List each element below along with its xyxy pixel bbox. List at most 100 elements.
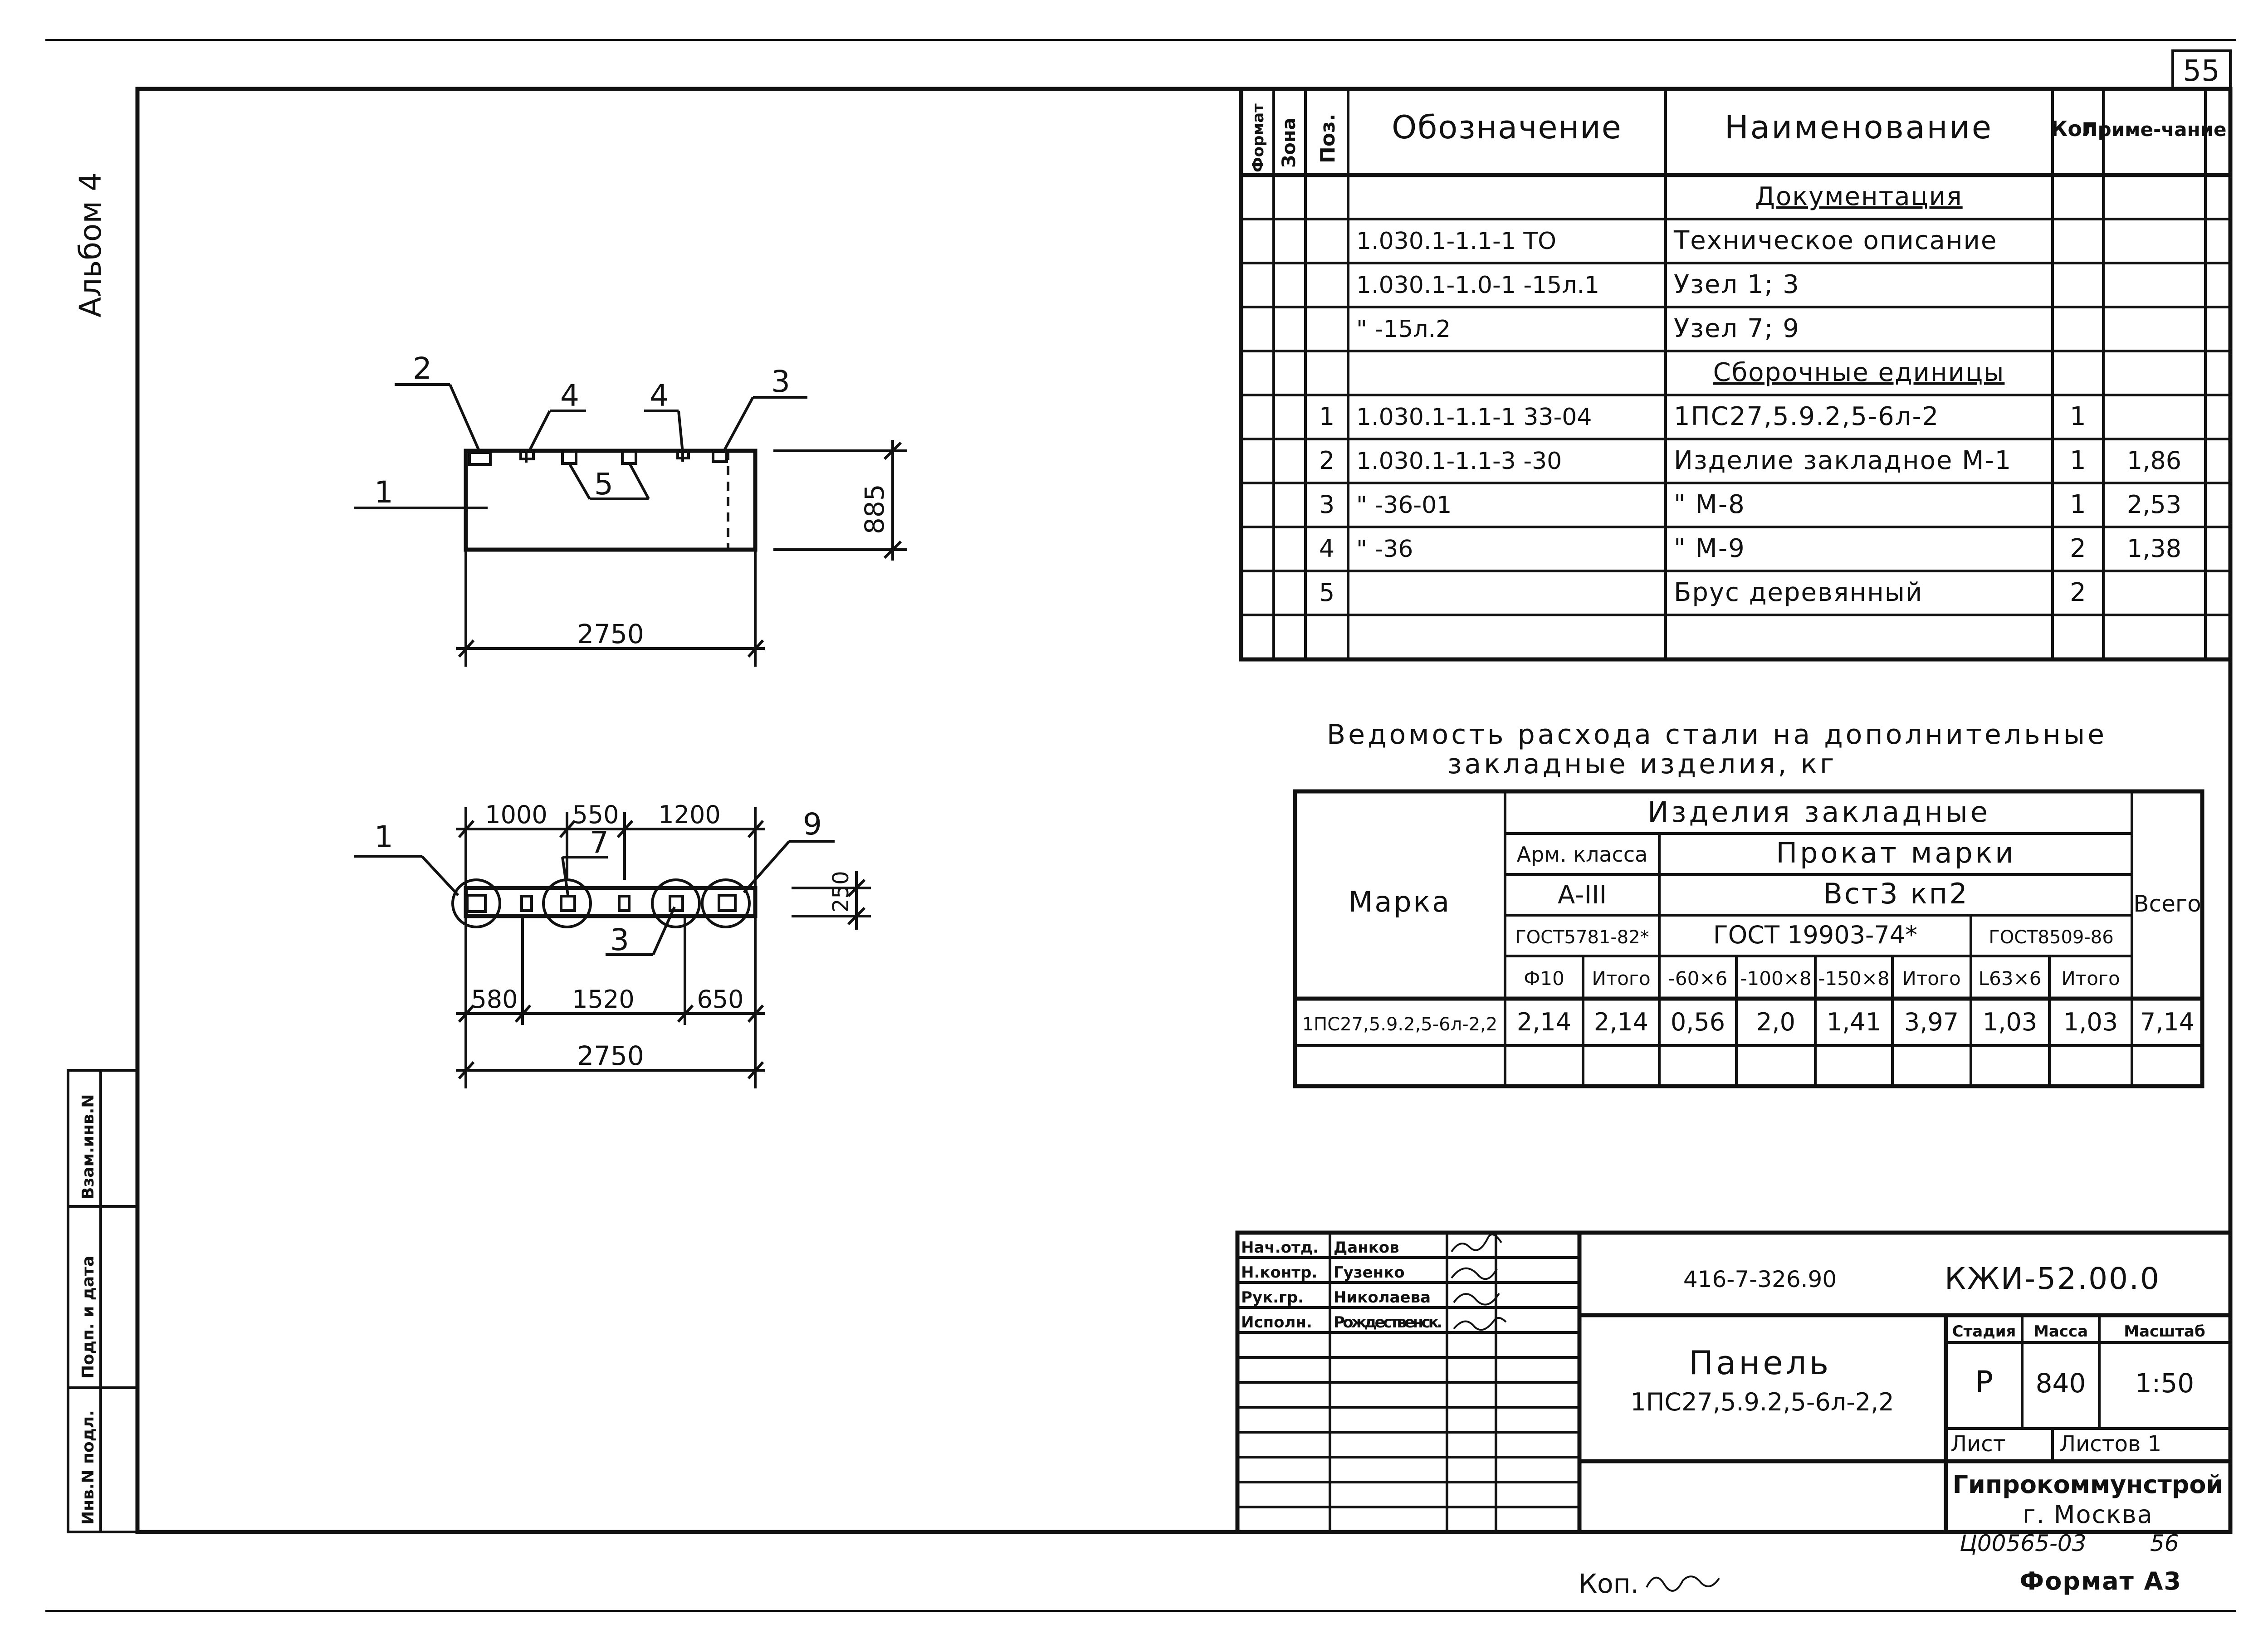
header-format: Формат [1249, 103, 1267, 172]
pos-label-4a: 4 [560, 378, 579, 413]
album-label: Альбом 4 [73, 172, 108, 317]
steel-value: 3,97 [1904, 1008, 1959, 1036]
format-label: Формат А3 [2020, 1567, 2182, 1595]
spec-note: 1,86 [2127, 446, 2181, 475]
header-pos: Поз. [1316, 114, 1339, 163]
steel-h-vst: Вст3 кп2 [1823, 877, 1969, 910]
tb-role: Рук.гр. [1241, 1288, 1304, 1307]
steel-h-mark: Марка [1349, 885, 1451, 918]
steel-col-header: Итого [1592, 967, 1650, 990]
spec-pos: 4 [1319, 534, 1334, 563]
tb-person-name: Рождественск. [1334, 1313, 1442, 1332]
steel-col-header: Итого [1902, 967, 1960, 990]
spec-name: " М-8 [1674, 490, 1745, 519]
spec-qty: 2 [2070, 534, 2086, 563]
pos-label-4b: 4 [650, 378, 669, 413]
panel-outline [464, 449, 758, 552]
dim-bottom-580: 580 [471, 985, 518, 1014]
header-qty: Кол. [2051, 117, 2105, 141]
spec-pos: 1 [1319, 402, 1334, 431]
tb-role: Нач.отд. [1241, 1239, 1319, 1257]
tb-project-no: 416-7-326.90 [1683, 1266, 1837, 1293]
spec-pos: 2 [1319, 446, 1334, 475]
steel-h-prokat: Прокат марки [1776, 836, 2016, 869]
steel-col-header: -60×6 [1668, 967, 1728, 990]
spec-name: Техническое описание [1673, 226, 1997, 255]
spec-qty: 1 [2070, 490, 2086, 519]
stamp-vzam-inv: Взам.инв.N [79, 1094, 98, 1200]
spec-designation: 1.030.1-1.1-1 ТО [1356, 228, 1556, 255]
title-block: 416-7-326.90 КЖИ-52.00.0 Панель 1ПС27,5.… [1235, 1230, 2233, 1534]
dim-top-1000: 1000 [485, 800, 547, 829]
archive-number: Ц00565-03 [1960, 1530, 2087, 1556]
dim-total-2750: 2750 [577, 1040, 644, 1071]
steel-col-header: L63×6 [1979, 967, 2042, 990]
spec-qty: 2 [2070, 578, 2086, 607]
steel-value: 2,14 [1594, 1008, 1648, 1036]
steel-h-gost3: ГОСТ8509-86 [1989, 927, 2113, 948]
steel-h-arm-class: Арм. класса [1517, 842, 1648, 867]
tb-scale-label: Масштаб [2124, 1322, 2205, 1341]
specification-table: Формат Зона Поз. Обозначение Наименовани… [1239, 87, 2233, 662]
tb-subtitle: 1ПС27,5.9.2,5-6л-2,2 [1630, 1388, 1894, 1416]
tb-sheets-label: Листов 1 [2059, 1431, 2161, 1457]
dim-width-2750: 2750 [577, 619, 644, 649]
header-name: Наименование [1725, 109, 1993, 146]
steel-consumption-table: Ведомость расхода стали на дополнительны… [1293, 719, 2204, 1088]
header-zone: Зона [1279, 117, 1300, 168]
spec-designation: " -36-01 [1356, 492, 1452, 519]
dim-bottom-1520: 1520 [572, 985, 634, 1014]
spec-note: 1,38 [2127, 534, 2181, 563]
spec-name: Документация [1755, 182, 1962, 211]
spec-designation: 1.030.1-1.0-1 -15л.1 [1356, 272, 1599, 299]
plan-label-3: 3 [610, 922, 629, 957]
steel-col-header: -150×8 [1818, 967, 1889, 990]
pos-label-3: 3 [771, 364, 790, 399]
spec-name: " М-9 [1674, 534, 1745, 563]
dim-top-550: 550 [572, 800, 619, 829]
tb-person-name: Гузенко [1334, 1263, 1405, 1282]
signature-2 [1451, 1267, 1498, 1280]
panel-front-view: 2 4 4 3 5 1 885 2750 [354, 351, 907, 667]
steel-title-line1: Ведомость расхода стали на дополнительны… [1327, 719, 2107, 751]
tb-city: г. Москва [2023, 1500, 2153, 1529]
pos-label-5: 5 [594, 467, 613, 502]
tb-person-name: Николаева [1334, 1288, 1431, 1307]
side-stamp: Инв.N подл. Подп. и дата Взам.инв.N [67, 1069, 139, 1533]
signature-1 [1451, 1234, 1502, 1253]
steel-value: 2,0 [1756, 1008, 1795, 1036]
spec-designation: 1.030.1-1.1-3 -30 [1356, 448, 1562, 475]
steel-row-mark: 1ПС27,5.9.2,5-6л-2,2 [1302, 1014, 1498, 1035]
steel-h-total: Всего [2133, 891, 2201, 917]
spec-note: 2,53 [2127, 490, 2181, 519]
plan-label-9: 9 [803, 807, 822, 842]
plan-label-1: 1 [374, 819, 393, 854]
spec-name: Узел 1; 3 [1674, 270, 1800, 299]
spec-name: Сборочные единицы [1713, 358, 2005, 387]
copied-signature [1646, 1575, 1720, 1592]
tb-role: Н.контр. [1241, 1263, 1317, 1282]
pos-label-2: 2 [413, 351, 432, 386]
signature-3 [1453, 1293, 1500, 1306]
tb-person-name: Данков [1334, 1239, 1399, 1257]
stamp-inv-podl: Инв.N подл. [79, 1410, 98, 1525]
spec-designation: " -15л.2 [1356, 316, 1451, 343]
spec-name: Брус деревянный [1674, 578, 1923, 607]
tb-title: Панель [1689, 1344, 1831, 1382]
pos-label-1: 1 [374, 475, 393, 510]
spec-qty: 1 [2070, 402, 2086, 431]
header-note: Приме-чание [2082, 118, 2227, 141]
plan-label-7: 7 [590, 825, 609, 860]
tb-org: Гипрокоммунстрой [1953, 1470, 2224, 1499]
dim-bottom-650: 650 [697, 985, 743, 1014]
steel-col-header: Итого [2061, 967, 2120, 990]
steel-value: 7,14 [2140, 1008, 2195, 1036]
tb-mass-label: Масса [2033, 1322, 2088, 1341]
steel-value: 2,14 [1517, 1008, 1571, 1036]
main-frame [135, 87, 2233, 1534]
signature-4 [1453, 1317, 1507, 1331]
steel-value: 1,03 [1983, 1008, 2037, 1036]
tb-mass: 840 [2036, 1368, 2086, 1399]
steel-value: 0,56 [1671, 1008, 1725, 1036]
tb-sheet-label: Лист [1950, 1431, 2006, 1457]
